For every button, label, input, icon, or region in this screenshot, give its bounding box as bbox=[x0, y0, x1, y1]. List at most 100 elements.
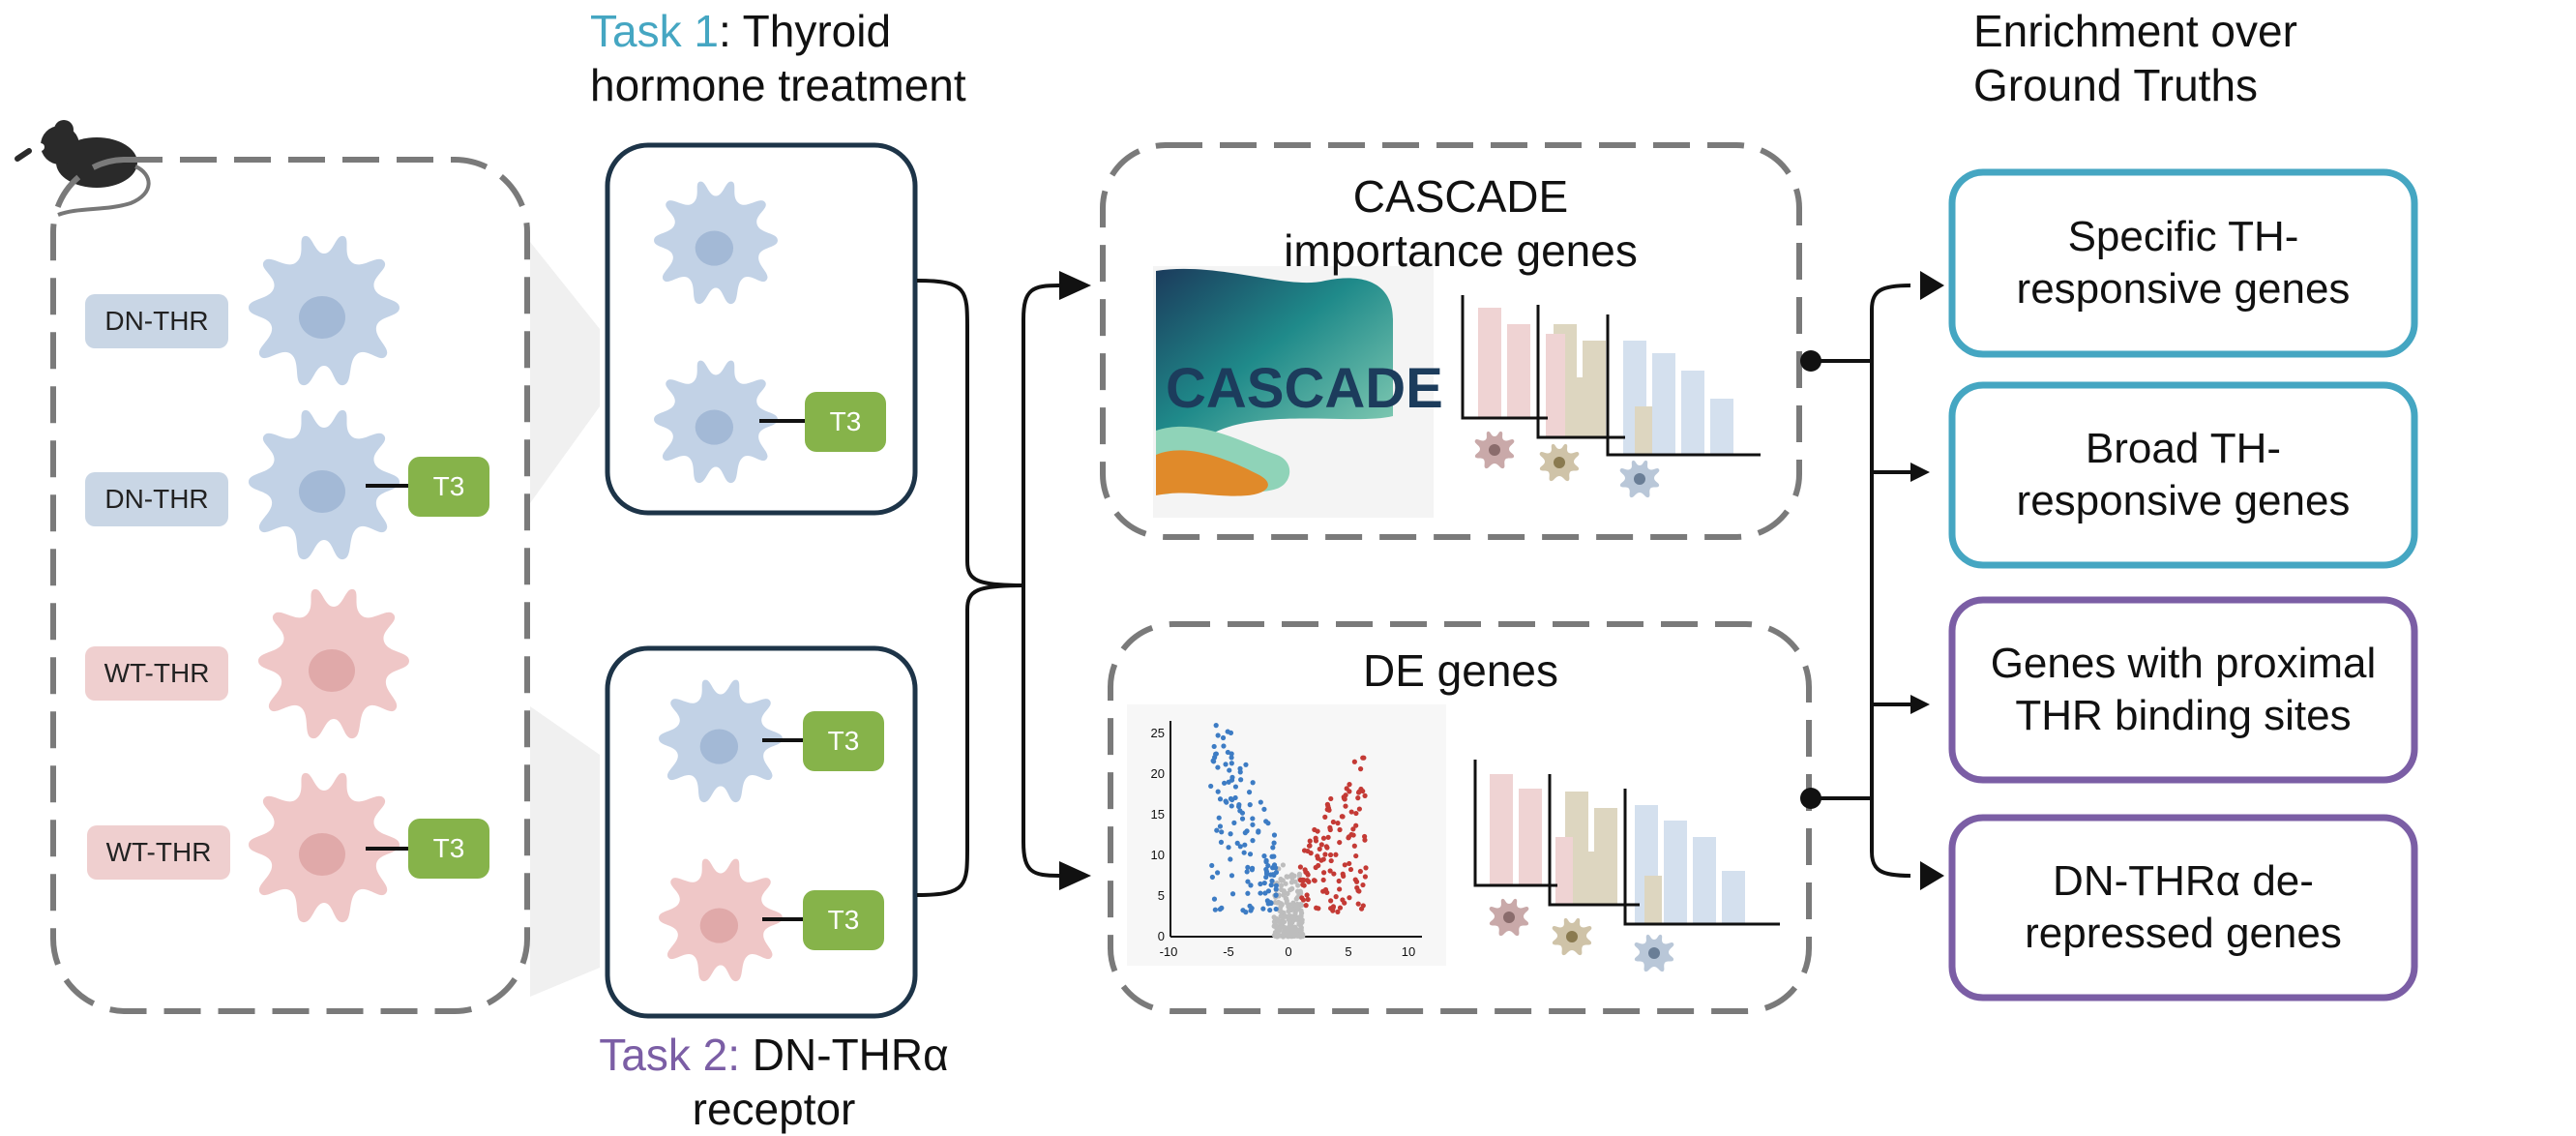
volcano-point bbox=[1289, 872, 1295, 878]
gt-1-line2: responsive genes bbox=[2016, 265, 2351, 313]
volcano-x-tick: 5 bbox=[1345, 944, 1352, 959]
volcano-point bbox=[1333, 852, 1339, 857]
volcano-point bbox=[1280, 862, 1286, 868]
volcano-point bbox=[1357, 868, 1363, 875]
volcano-point bbox=[1348, 809, 1354, 815]
arrow-gt-4 bbox=[1920, 861, 1944, 890]
gt-text-1: Specific TH-responsive genes bbox=[1959, 179, 2408, 347]
gt-3-line1: Genes with proximal bbox=[1990, 640, 2377, 688]
volcano-point bbox=[1210, 758, 1216, 763]
funnel-shade-top bbox=[530, 242, 600, 503]
volcano-point bbox=[1327, 868, 1333, 874]
volcano-point bbox=[1362, 833, 1368, 840]
t3-badge: T3 bbox=[805, 392, 886, 452]
volcano-point bbox=[1288, 907, 1294, 913]
volcano-y-tick: 5 bbox=[1157, 888, 1165, 903]
volcano-point bbox=[1315, 855, 1321, 861]
volcano-point bbox=[1212, 907, 1218, 912]
volcano-point bbox=[1229, 891, 1236, 897]
arrow-gt-3 bbox=[1910, 695, 1930, 714]
volcano-point bbox=[1307, 843, 1313, 849]
volcano-point bbox=[1307, 838, 1313, 844]
bar bbox=[1693, 837, 1716, 924]
volcano-point bbox=[1333, 894, 1339, 900]
volcano-point bbox=[1232, 784, 1239, 790]
cascade-bars-group bbox=[1478, 308, 1733, 455]
volcano-point bbox=[1242, 830, 1248, 836]
volcano-point bbox=[1285, 890, 1290, 897]
volcano-point bbox=[1281, 919, 1288, 925]
bar bbox=[1490, 774, 1513, 885]
volcano-point bbox=[1250, 822, 1256, 827]
task1-panel bbox=[605, 142, 918, 516]
volcano-point bbox=[1301, 882, 1307, 888]
volcano-point bbox=[1219, 829, 1225, 835]
cell-wt-thr bbox=[258, 588, 409, 739]
bar bbox=[1594, 808, 1617, 905]
task1-title-line2: hormone treatment bbox=[590, 60, 966, 111]
gt-box-3 bbox=[1948, 596, 2418, 784]
volcano-point bbox=[1245, 890, 1251, 896]
volcano-point bbox=[1221, 743, 1227, 749]
volcano-point bbox=[1346, 834, 1352, 840]
volcano-point bbox=[1315, 828, 1320, 834]
volcano-point bbox=[1280, 932, 1287, 938]
volcano-point bbox=[1247, 802, 1253, 808]
volcano-point bbox=[1347, 895, 1352, 901]
task2-label: Task 2: bbox=[599, 1030, 741, 1080]
volcano-point bbox=[1355, 901, 1361, 907]
bar bbox=[1652, 353, 1675, 455]
volcano-point bbox=[1356, 888, 1362, 894]
volcano-point bbox=[1274, 925, 1280, 931]
volcano-point bbox=[1281, 888, 1287, 894]
task2-panel bbox=[605, 645, 918, 1019]
volcano-point bbox=[1258, 799, 1263, 805]
volcano-plot bbox=[1127, 704, 1446, 966]
axis-line bbox=[1461, 295, 1548, 420]
volcano-point bbox=[1317, 846, 1322, 852]
volcano-y-tick: 0 bbox=[1157, 929, 1165, 943]
volcano-point bbox=[1214, 827, 1220, 833]
bar bbox=[1635, 406, 1652, 455]
volcano-point bbox=[1250, 780, 1256, 786]
enrichment-connectors bbox=[1800, 271, 1944, 890]
volcano-point bbox=[1342, 796, 1347, 802]
volcano-point bbox=[1293, 903, 1299, 909]
volcano-point bbox=[1294, 894, 1300, 901]
volcano-point bbox=[1247, 852, 1254, 857]
task1-title: Task 1: Thyroid hormone treatment bbox=[590, 4, 966, 112]
volcano-point bbox=[1322, 886, 1329, 893]
volcano-point bbox=[1356, 806, 1362, 812]
volcano-point bbox=[1265, 821, 1271, 826]
t3-badge: T3 bbox=[408, 819, 489, 879]
arrow-to-cascade bbox=[1059, 271, 1091, 300]
volcano-point bbox=[1228, 831, 1233, 837]
mini-cell-icon bbox=[1634, 934, 1674, 972]
de-bar-charts bbox=[1473, 760, 1780, 972]
mouse-conditions-panel bbox=[50, 157, 530, 1014]
volcano-point bbox=[1225, 749, 1230, 756]
volcano-point bbox=[1318, 842, 1324, 848]
volcano-point bbox=[1258, 890, 1263, 896]
volcano-point bbox=[1222, 780, 1228, 786]
mini-cell-icon bbox=[1552, 917, 1592, 956]
volcano-point bbox=[1290, 925, 1296, 931]
volcano-point bbox=[1223, 762, 1229, 767]
volcano-point bbox=[1228, 856, 1233, 862]
volcano-y-tick: 15 bbox=[1150, 807, 1165, 822]
funnel-shade-bottom bbox=[530, 706, 600, 997]
volcano-point bbox=[1358, 766, 1364, 772]
volcano-point bbox=[1245, 864, 1251, 871]
bar bbox=[1546, 334, 1565, 437]
volcano-point bbox=[1298, 933, 1305, 939]
volcano-point bbox=[1299, 902, 1305, 909]
volcano-y-tick: 20 bbox=[1150, 766, 1165, 781]
volcano-point bbox=[1208, 783, 1214, 790]
volcano-point bbox=[1360, 903, 1366, 909]
volcano-point bbox=[1313, 838, 1319, 844]
arrow-gt-2 bbox=[1910, 463, 1930, 482]
volcano-point bbox=[1299, 917, 1305, 923]
volcano-point bbox=[1220, 734, 1227, 741]
cascade-logo bbox=[1153, 266, 1434, 518]
task2-title: Task 2: DN-THRα receptor bbox=[571, 1028, 977, 1136]
